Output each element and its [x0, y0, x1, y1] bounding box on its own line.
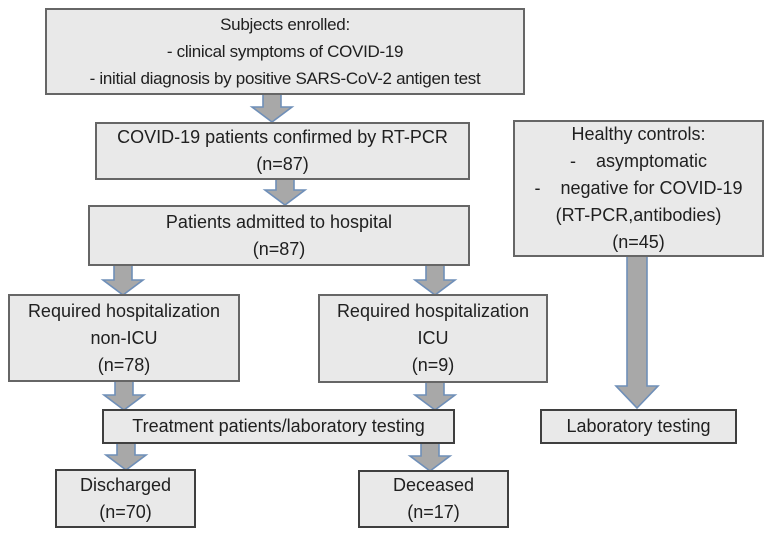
arrow-non-icu-to-treatment [101, 379, 147, 411]
box-admitted-line: Patients admitted to hospital [165, 211, 393, 232]
arrow-treatment-to-discharged [103, 439, 149, 471]
box-admitted-count: (n=87) [252, 238, 306, 259]
box-treatment-line: Treatment patients/laboratory testing [132, 416, 425, 436]
box-treatment-lab-testing: Treatment patients/laboratory testing [102, 409, 455, 444]
box-healthy-line: - negative for COVID-19 [534, 178, 743, 198]
box-healthy-count: (n=45) [612, 232, 665, 252]
arrow-admitted-to-icu [412, 263, 458, 296]
box-admitted-hospital: Patients admitted to hospital (n=87) [88, 205, 470, 266]
box-healthy-line: Healthy controls: [571, 124, 706, 144]
box-discharged: Discharged (n=70) [55, 469, 196, 528]
box-lab-testing-line: Laboratory testing [566, 416, 711, 436]
box-deceased-count: (n=17) [407, 502, 460, 522]
box-healthy-line: (RT-PCR,antibodies) [555, 205, 722, 225]
arrow-healthy-to-lab-testing [614, 254, 660, 410]
box-discharged-line: Discharged [79, 474, 172, 495]
box-healthy-controls: Healthy controls: - asymptomatic - negat… [513, 120, 764, 257]
box-icu-count: (n=9) [411, 355, 455, 375]
box-hospitalization-non-icu: Required hospitalization non-ICU (n=78) [8, 294, 240, 382]
box-subjects-line: - initial diagnosis by positive SARS-CoV… [89, 69, 481, 88]
box-icu-line: Required hospitalization [336, 301, 530, 321]
box-discharged-count: (n=70) [99, 501, 152, 522]
box-laboratory-testing: Laboratory testing [540, 409, 737, 444]
box-deceased: Deceased (n=17) [358, 470, 509, 528]
box-hospitalization-icu: Required hospitalization ICU (n=9) [318, 294, 548, 383]
arrow-subjects-to-confirmed [249, 92, 295, 123]
arrow-admitted-to-non-icu [100, 263, 146, 296]
box-confirmed-rtpcr: COVID-19 patients confirmed by RT-PCR (n… [95, 122, 470, 180]
box-confirmed-line: COVID-19 patients confirmed by RT-PCR [117, 127, 448, 147]
arrow-confirmed-to-admitted [262, 177, 308, 206]
box-non-icu-count: (n=78) [97, 354, 151, 375]
box-icu-line: ICU [417, 328, 449, 348]
box-deceased-line: Deceased [392, 475, 475, 495]
box-subjects-line: - clinical symptoms of COVID-19 [166, 42, 404, 61]
box-confirmed-count: (n=87) [256, 154, 309, 174]
arrow-icu-to-treatment [412, 380, 458, 411]
box-non-icu-line: Required hospitalization [27, 300, 221, 321]
box-subjects-line: Subjects enrolled: [220, 15, 350, 34]
box-non-icu-line: non-ICU [90, 327, 158, 348]
arrow-treatment-to-deceased [407, 439, 453, 472]
box-subjects-enrolled: Subjects enrolled: - clinical symptoms o… [45, 8, 525, 95]
box-healthy-line: - asymptomatic [569, 151, 708, 171]
